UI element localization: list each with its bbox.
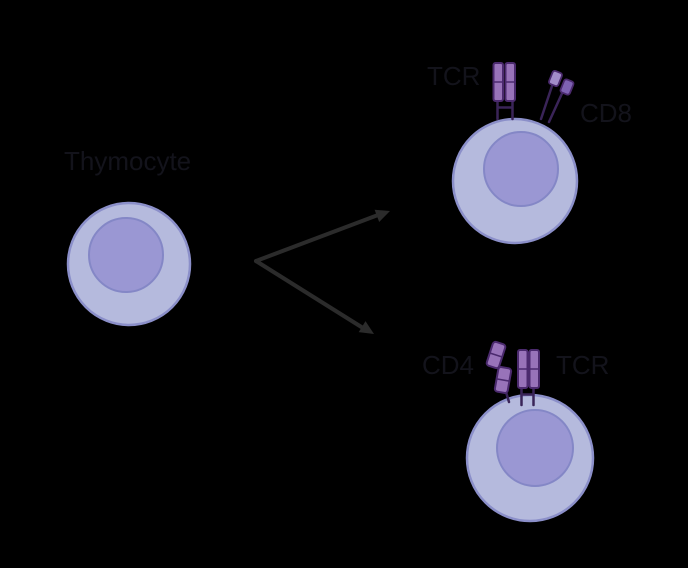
arrowhead-down-icon [358, 321, 374, 334]
cd8-label: CD8 [580, 98, 633, 128]
cd8-t-cell-nucleus [483, 131, 559, 207]
cd4-label: CD4 [422, 350, 475, 380]
cd4-coreceptor-icon [485, 340, 513, 404]
thymocyte-nucleus [88, 217, 164, 293]
cd4-t-cell [465, 340, 595, 523]
tcr-label-bottom: TCR [556, 350, 610, 380]
arrow-to-cd8-cell [254, 213, 380, 263]
cd8-t-cell [451, 62, 579, 245]
tcr-receptor-icon [517, 349, 540, 407]
thymocyte-cell [66, 201, 192, 327]
thymocyte-label: Thymocyte [64, 146, 192, 176]
branch-arrows [254, 209, 390, 334]
tcr-receptor-icon [492, 62, 516, 121]
cd4-t-cell-nucleus [496, 409, 574, 487]
arrow-to-cd4-cell [254, 259, 365, 330]
cd8-coreceptor-icon [539, 69, 575, 124]
tcr-label-top: TCR [427, 61, 481, 91]
arrowhead-up-icon [374, 209, 390, 222]
